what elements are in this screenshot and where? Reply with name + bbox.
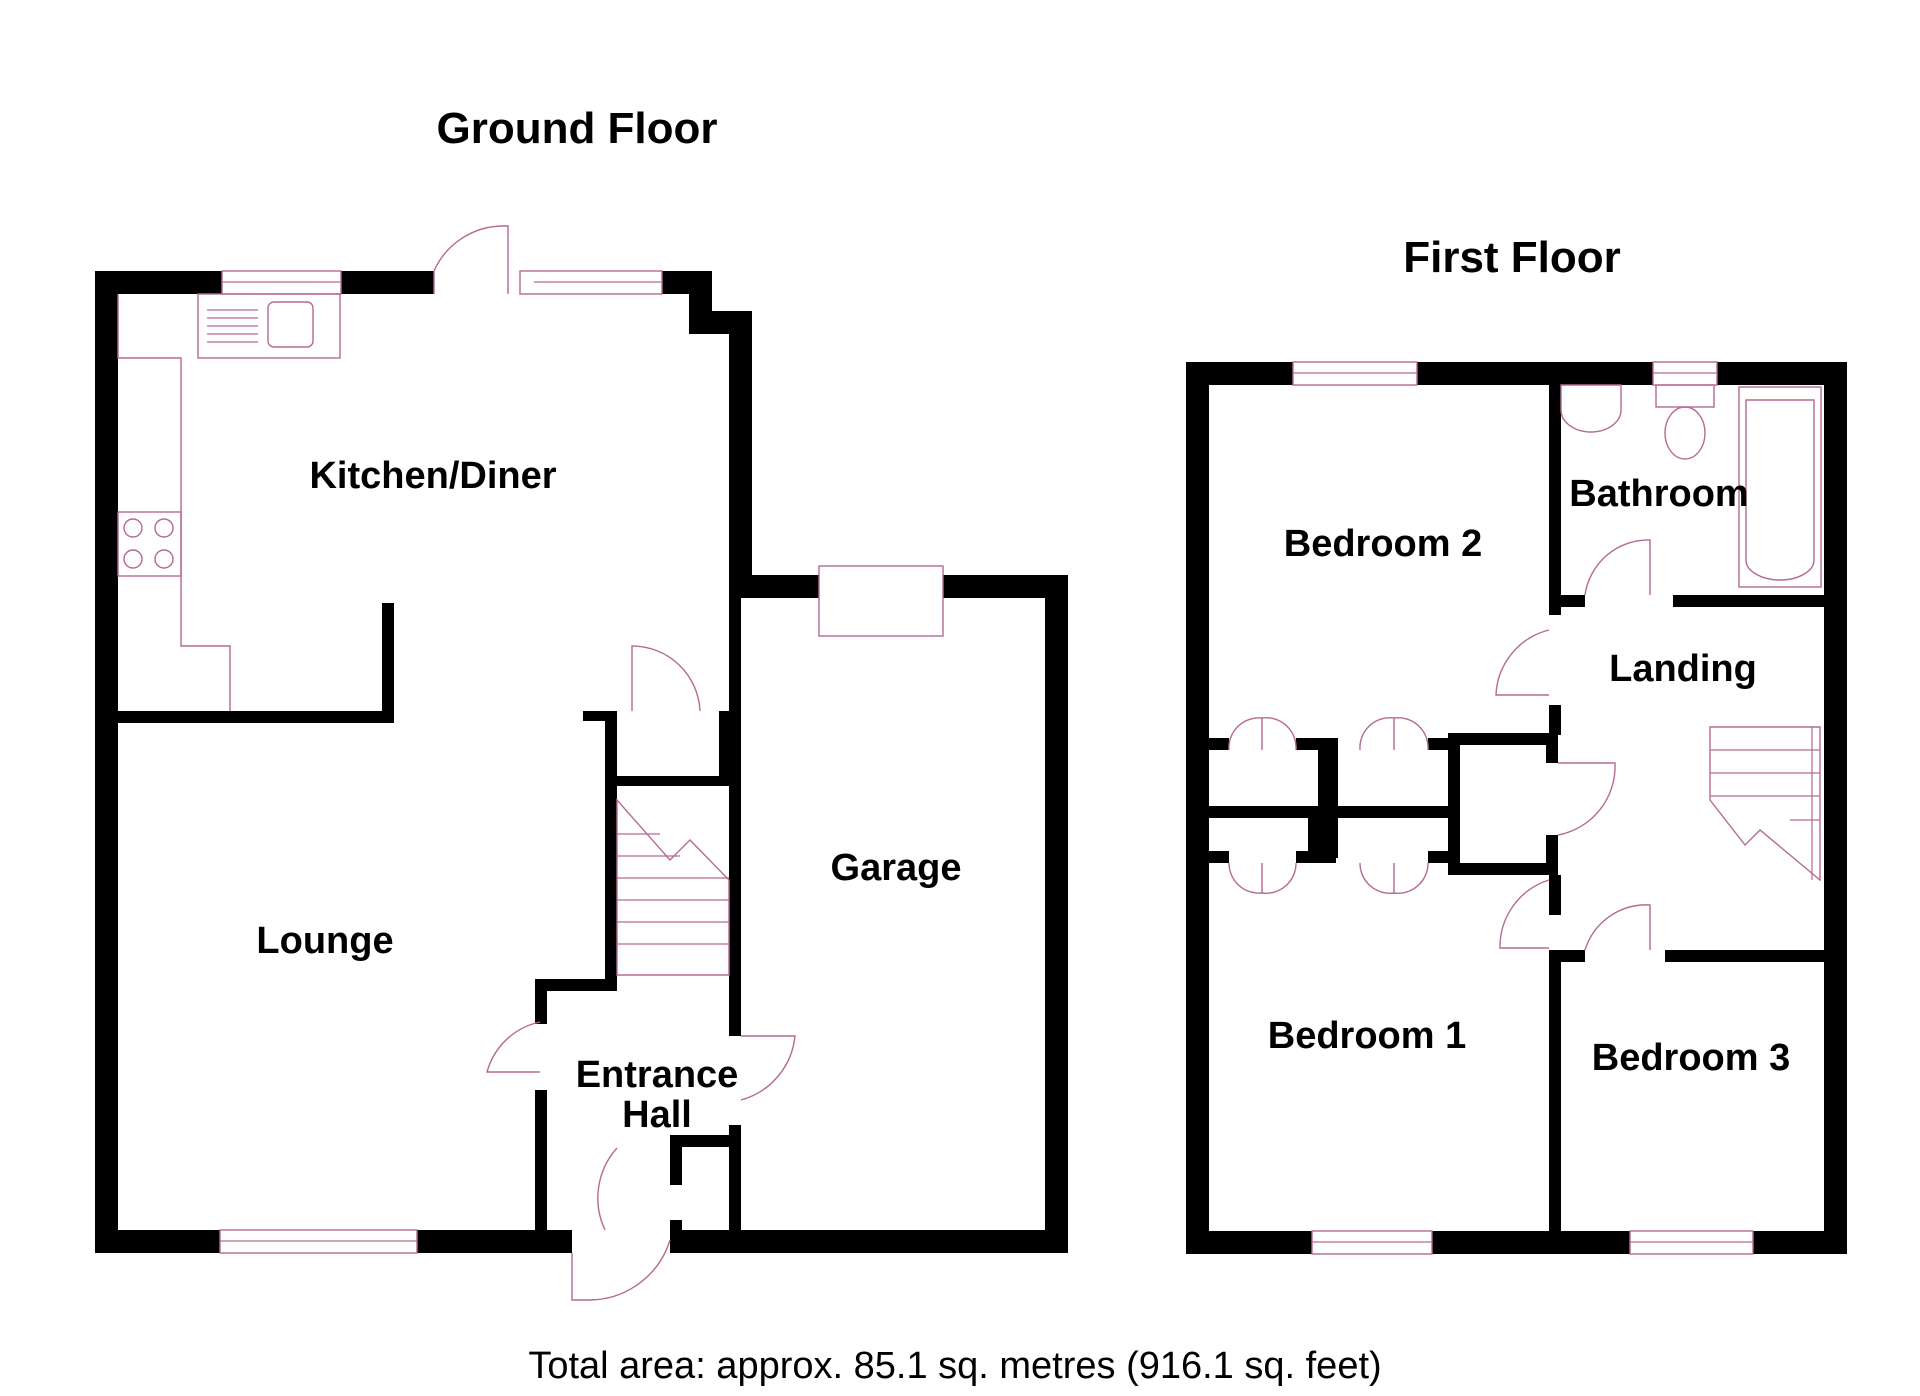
room-label-bedroom-1: Bedroom 1 (1268, 1015, 1466, 1057)
first-floor-title: First Floor (1403, 233, 1621, 282)
room-label-entrance: Entrance (576, 1054, 739, 1096)
room-label-hall: Hall (622, 1094, 692, 1136)
hob-icon (123, 518, 174, 569)
bath-icon (1738, 386, 1822, 588)
room-label-garage: Garage (831, 847, 962, 889)
bathroom-fixtures (1560, 384, 1822, 588)
ground-floor-windows (219, 270, 663, 1254)
toilet-cistern-icon (1655, 384, 1715, 408)
ground-floor-plan: Kitchen/Diner Lounge Garage Entrance Hal… (95, 225, 1068, 1301)
ground-floor-walls (95, 271, 1068, 1253)
first-floor-walls (1186, 362, 1847, 1254)
total-area-text: Total area: approx. 85.1 sq. metres (916… (528, 1345, 1381, 1387)
first-staircase (1709, 726, 1821, 882)
basin-icon (1560, 384, 1622, 433)
first-floor-windows (1292, 361, 1754, 1255)
ground-floor-title: Ground Floor (436, 104, 717, 153)
room-label-kitchen-diner: Kitchen/Diner (309, 455, 556, 497)
room-label-bedroom-2: Bedroom 2 (1284, 523, 1482, 565)
garage-door-icon (818, 565, 944, 637)
first-floor-doors (1228, 539, 1651, 951)
room-label-landing: Landing (1609, 648, 1757, 690)
room-label-bedroom-3: Bedroom 3 (1592, 1037, 1790, 1079)
ground-staircase (616, 798, 730, 976)
kitchen-fixtures (117, 293, 341, 711)
sink-drainer-icon (207, 309, 258, 343)
ground-floor-doors (433, 225, 796, 1301)
room-label-lounge: Lounge (256, 920, 393, 962)
first-floor-plan: Bedroom 2 Bathroom Landing Bedroom 1 Bed… (1186, 361, 1847, 1255)
room-label-bathroom: Bathroom (1569, 473, 1748, 515)
toilet-icon (1664, 406, 1706, 460)
